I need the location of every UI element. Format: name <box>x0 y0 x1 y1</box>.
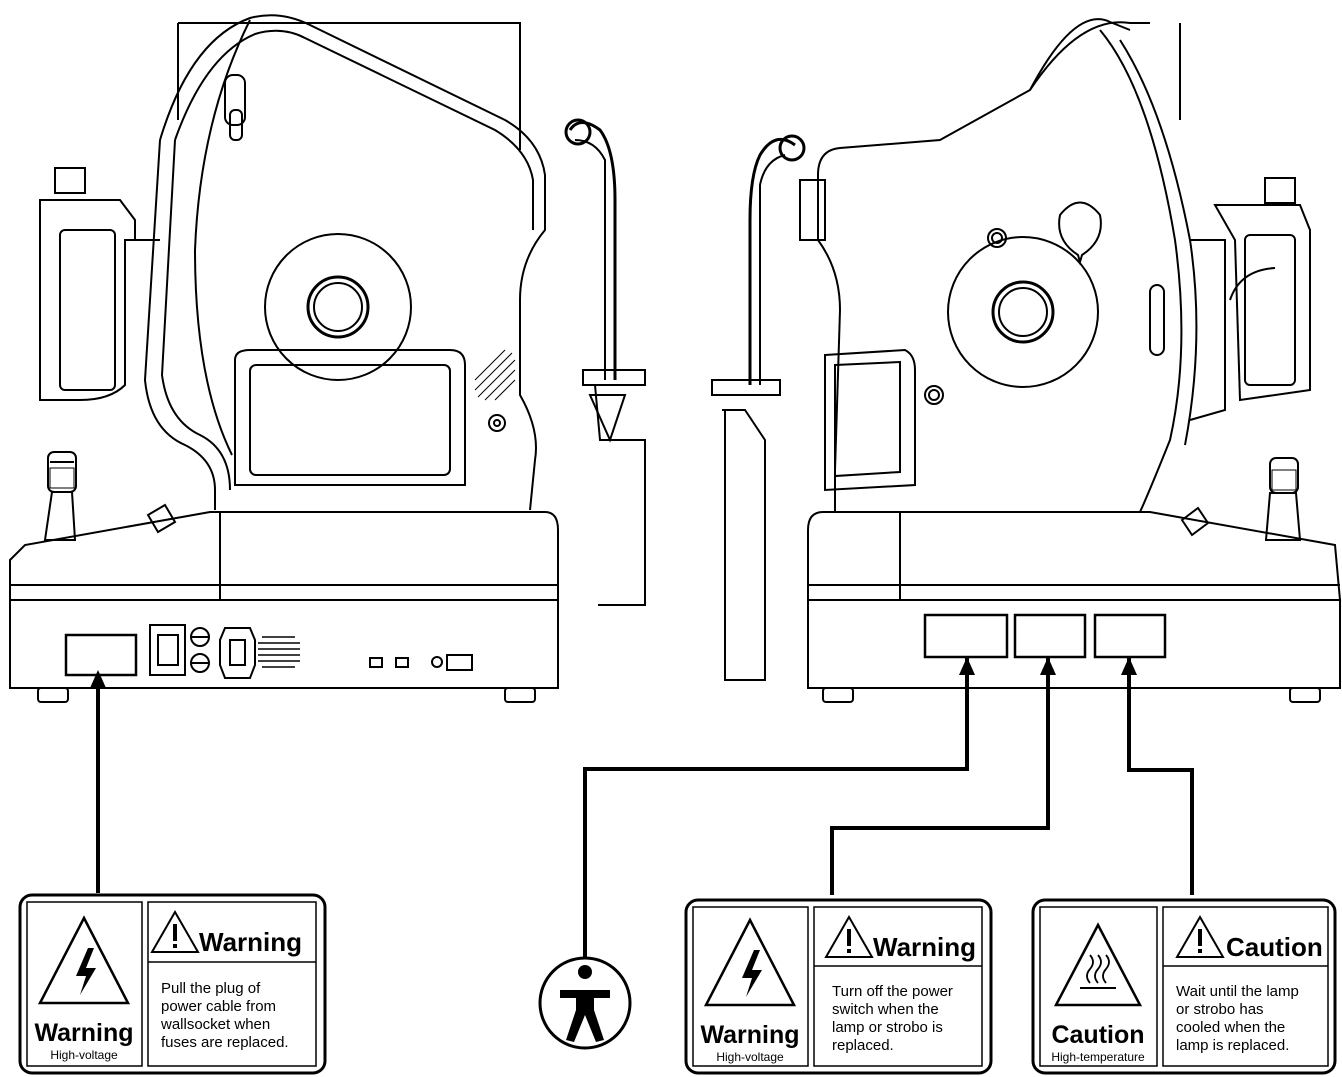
leader-middle <box>830 657 1050 895</box>
label-text-line: Wait until the lamp <box>1176 983 1299 1000</box>
exclamation-triangle-icon <box>824 914 874 958</box>
label-text-line: cooled when the <box>1176 1019 1285 1036</box>
lightning-triangle-icon <box>37 915 131 1005</box>
leader-lines <box>96 657 1194 958</box>
label-header: Warning <box>199 927 302 957</box>
left-back-panel <box>64 624 473 679</box>
exclamation-triangle-icon <box>150 909 200 953</box>
device-right-side-view <box>711 18 1342 703</box>
exclamation-triangle-icon <box>1175 914 1225 958</box>
warning-label-middle: Warning High-voltage Warning Turn off th… <box>684 898 993 1075</box>
symbol-subcaption: High-temperature <box>1051 1050 1145 1064</box>
leader-right <box>1127 657 1194 895</box>
lightning-triangle-icon <box>703 917 797 1007</box>
warning-label-left: Warning High-voltage Warning Pull the pl… <box>18 893 327 1075</box>
right-back-panel <box>923 613 1167 659</box>
symbol-subcaption: High-voltage <box>50 1048 118 1062</box>
label-text-line: replaced. <box>832 1037 894 1054</box>
symbol-caption: Warning <box>700 1021 799 1049</box>
type-b-applied-part-icon <box>538 956 632 1050</box>
label-text-line: lamp or strobo is <box>832 1019 943 1036</box>
label-header: Warning <box>873 932 976 962</box>
label-text-line: power cable from <box>161 998 276 1015</box>
device-left-side-view <box>9 14 646 703</box>
label-text-line: lamp is replaced. <box>1176 1037 1289 1054</box>
label-text-line: wallsocket when <box>160 1016 270 1033</box>
label-text-line: Turn off the power <box>832 983 953 1000</box>
right-label-plate-3 <box>1093 613 1167 659</box>
hot-surface-triangle-icon <box>1053 922 1143 1007</box>
symbol-subcaption: High-voltage <box>716 1050 784 1064</box>
leader-applied-part <box>583 657 969 958</box>
label-text-line: or strobo has <box>1176 1001 1264 1018</box>
symbol-caption: Warning <box>34 1019 133 1047</box>
right-label-plate-2 <box>1013 613 1087 659</box>
label-text-line: Pull the plug of <box>161 980 261 997</box>
symbol-caption: Caution <box>1051 1021 1144 1049</box>
left-label-plate <box>64 633 138 677</box>
right-label-plate-1 <box>923 613 1009 659</box>
label-text-line: fuses are replaced. <box>161 1034 289 1051</box>
label-text-line: switch when the <box>832 1001 939 1018</box>
label-header: Caution <box>1226 932 1323 962</box>
arrowheads <box>90 657 1137 688</box>
caution-label-right: Caution High-temperature Caution Wait un… <box>1031 898 1337 1075</box>
